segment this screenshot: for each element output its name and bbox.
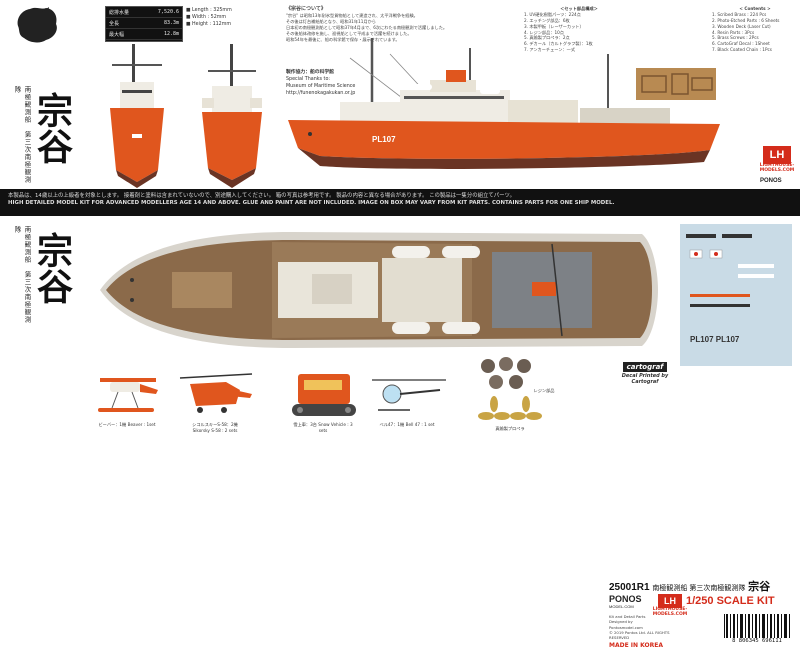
lighthouse-logo-bottom: LH LIGHTHOUSE-MODELS.COM (652, 594, 688, 617)
dimensions-list: ■ Length : 325mm ■ Width : 52mm ■ Height… (186, 8, 232, 27)
publisher-address: Kit and Detail Parts Designed by Pontosm… (609, 614, 670, 641)
ponos-logo: PONOS (760, 178, 782, 184)
svg-text:PL107 PL107: PL107 PL107 (690, 335, 740, 344)
parts-list-jp: ＜セット部品構成＞ 1. UV硬化樹脂パーツ：224点 2. エッチング部品：6… (524, 6, 598, 53)
credit-block: 製作協力：船の科学館 Special Thanks to: Museum of … (286, 70, 356, 96)
side-view-ship-image: PL107 (288, 38, 720, 169)
brass-propeller-image (478, 396, 542, 420)
box-bottom-panel: 南極観測船 第三次南極観測隊 宗谷 (0, 218, 800, 649)
lighthouse-logo: LH LIGHTHOUSE-MODELS.COM (756, 146, 798, 174)
disclaimer-en: HIGH DETAILED MODEL KIT FOR ADVANCED MOD… (8, 200, 615, 207)
vertical-subtitle-bottom: 南極観測船 第三次南極観測隊 (13, 226, 31, 324)
disclaimer-jp: 本製品は、14歳以上の上級者を対象とします。 接着剤と塗料は含まれていないので、… (8, 193, 516, 199)
ponos-logo-bottom: PONOS MODEL.COM (609, 594, 642, 609)
sikorsky-helicopter-image (179, 373, 253, 413)
vertical-subtitle: 南極観測船 第三次南極観測隊 (13, 86, 31, 184)
made-in-label: MADE IN KOREA (609, 642, 663, 649)
panel-divider (0, 216, 800, 218)
beaver-plane-image (98, 378, 158, 412)
disclaimer-strip: 本製品は、14歳以上の上級者を対象とします。 接着剤と塗料は含まれていないので、… (0, 189, 800, 217)
accessory-caption-beaver: ビーバー：1機 Beaver : 1set (98, 422, 156, 427)
hull-number-label: PL107 (372, 135, 396, 144)
brass-propeller-label: 真鍮製プロペラ (495, 426, 525, 431)
resin-parts-image (481, 357, 531, 389)
antarctica-map-icon (17, 7, 57, 43)
resin-parts-label: レジン部品 (533, 388, 555, 393)
parts-list-en: < Contents > 1. Scribed Brass : 224 Pcs … (712, 6, 780, 53)
accessory-caption-snow-vehicle: 雪上車：3台 Snow Vehicle : 3 sets (293, 422, 353, 433)
top-view-ship-image (100, 232, 658, 348)
cartograf-logo: cartograf Decal Printed by Cartograf (621, 362, 669, 385)
snow-vehicle-image (292, 374, 356, 416)
accessory-caption-sikorsky: シコルスキーS-58：2機 Sikorsky S-58 : 2 sets (192, 422, 238, 433)
wooden-deck-sheet-image (636, 68, 716, 100)
accessory-caption-bell: ベル47：1機 Bell 47 : 1 set (379, 422, 435, 427)
decal-sheet-image: PL107 PL107 (680, 224, 792, 366)
barcode-number: 8 806345 696111 (732, 638, 782, 644)
ship-name-kanji-bottom: 宗谷 (31, 232, 73, 304)
bell-47-helicopter-image (372, 379, 446, 411)
product-code: 25001R1 南極観測船 第三次南極観測隊 宗谷 (609, 580, 771, 593)
ship-name-kanji: 宗谷 (31, 92, 73, 164)
stern-view-image (202, 44, 262, 188)
history-block: 《宗谷について》 "宗谷" は昭和13年耐氷型貨物船として建造され、太平洋戦争を… (286, 6, 448, 42)
scale-label: 1/250 SCALE KIT (686, 595, 775, 607)
bow-view-image (110, 44, 164, 188)
